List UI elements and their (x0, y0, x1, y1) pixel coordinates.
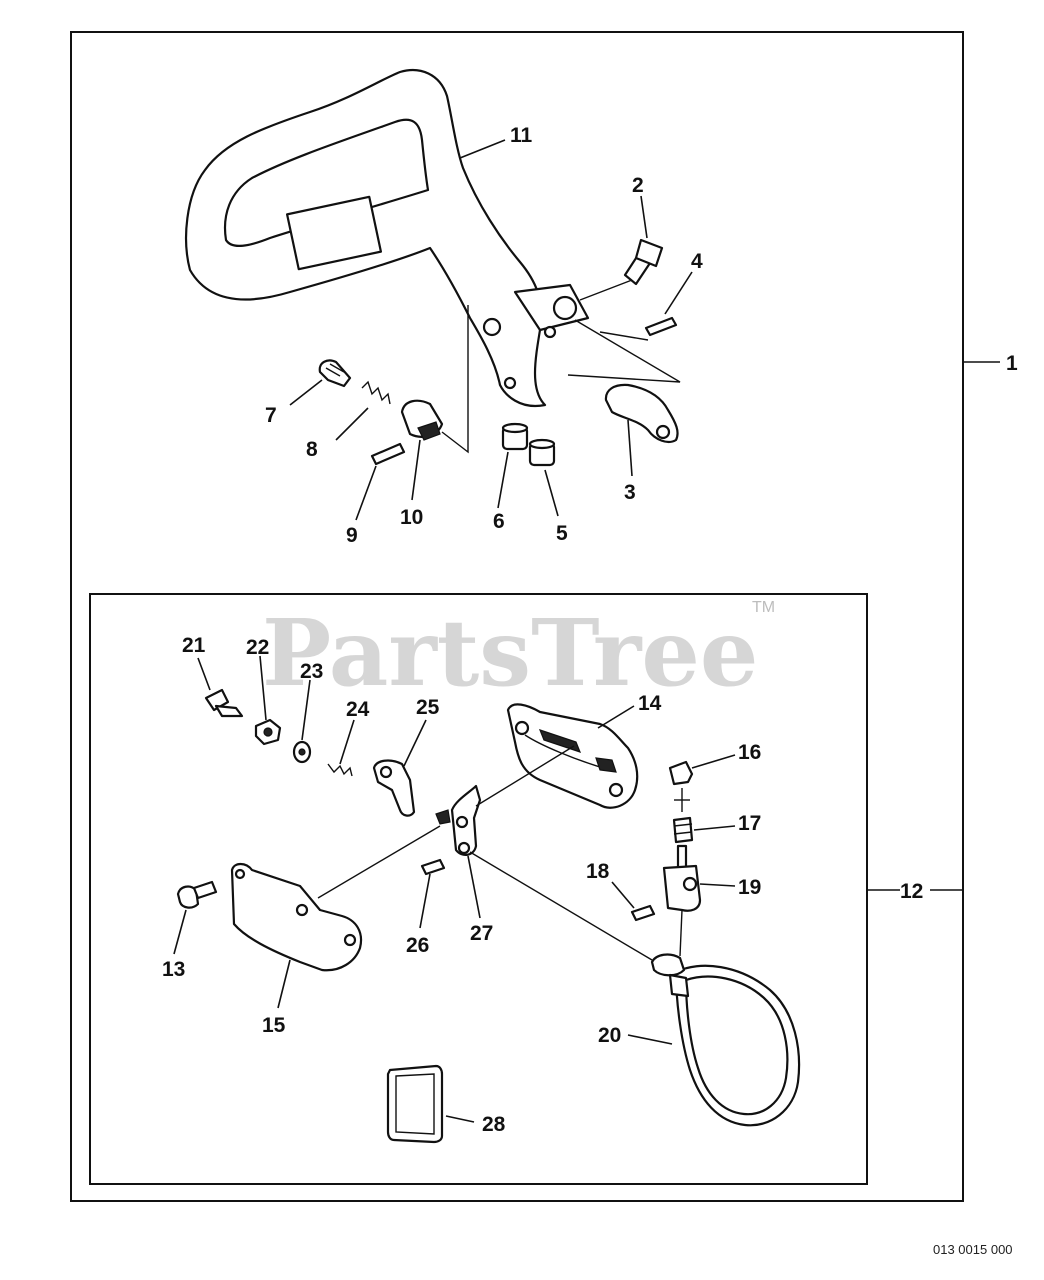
leader-20 (627, 1034, 673, 1045)
callout-21: 21 (182, 634, 206, 657)
part-27-toggle (435, 784, 482, 856)
part-10-sleeve (400, 399, 444, 441)
part-22-nut (254, 718, 282, 746)
leader-27 (467, 855, 481, 919)
part-5-bushing (528, 438, 556, 467)
part-16-nut (668, 760, 694, 786)
assembly-line-upper-a (579, 279, 633, 301)
leader-16 (691, 754, 736, 769)
callout-22: 22 (246, 636, 269, 659)
callout-9: 9 (346, 524, 358, 547)
callout-7: 7 (265, 404, 277, 427)
leader-17 (693, 825, 736, 831)
part-17-adjuster (672, 816, 694, 844)
part-28-label (386, 1064, 444, 1144)
callout-12: 12 (900, 880, 923, 903)
part-19-clevis (662, 844, 702, 912)
part-7-plunger (318, 359, 352, 388)
part-21-screw (204, 688, 244, 718)
leader-13 (173, 909, 187, 955)
part-2-screw (623, 238, 664, 286)
callout-26: 26 (406, 934, 429, 957)
leader-5 (544, 469, 559, 517)
leader-28 (445, 1115, 475, 1123)
leader-19 (699, 883, 736, 887)
callout-2: 2 (632, 174, 644, 197)
drawing-number: 013 0015 000 (933, 1242, 1013, 1257)
subassembly-frame (89, 593, 868, 1185)
leader-23 (301, 679, 311, 741)
leader-8 (335, 407, 369, 441)
leader-21 (197, 657, 211, 691)
part-6-bushing (501, 422, 529, 451)
leader-7 (289, 379, 323, 406)
leader-18 (611, 881, 635, 909)
assembly-line-lower-c (469, 851, 653, 961)
assembly-line-lower-a (475, 745, 575, 807)
part-9-pin (370, 442, 406, 466)
leader-22 (259, 655, 267, 721)
leader-24 (339, 719, 355, 765)
part-3-lever (604, 383, 679, 444)
assembly-line-upper-c (441, 305, 469, 454)
part-24-spring (327, 763, 353, 777)
part-18-pin (630, 904, 656, 922)
leader-6 (497, 451, 509, 509)
part-20-brake-band (650, 953, 801, 1127)
leader-11 (459, 139, 506, 159)
leader-25 (403, 719, 427, 767)
watermark-text: PartsTree (262, 599, 758, 707)
callout-6: 6 (493, 510, 505, 533)
callout-18: 18 (586, 860, 610, 883)
callout-27: 27 (470, 922, 493, 945)
leader-26 (419, 873, 431, 929)
callout-25: 25 (416, 696, 440, 719)
assembly-line-upper-d (599, 331, 649, 341)
callout-8: 8 (306, 438, 318, 461)
callout-10: 10 (400, 506, 423, 529)
watermark-trademark: TM (752, 599, 775, 616)
callout-13: 13 (162, 958, 185, 981)
part-23-washer (292, 740, 312, 764)
callout-24: 24 (346, 698, 370, 721)
callout-14: 14 (638, 692, 662, 715)
callout-28: 28 (482, 1113, 506, 1136)
leader-2 (640, 195, 648, 239)
callout-3: 3 (624, 481, 636, 504)
leader-9 (355, 465, 377, 521)
part-11-hand-guard (185, 68, 590, 408)
leader-15 (277, 959, 291, 1009)
callout-5: 5 (556, 522, 568, 545)
leader-14 (597, 705, 635, 729)
part-13-screw (176, 880, 218, 909)
callout-17: 17 (738, 812, 761, 835)
part-8-spring (361, 380, 391, 405)
assembly-line-upper-b (567, 319, 681, 383)
leader-10 (411, 439, 421, 501)
leader-3 (627, 419, 633, 477)
callout-15: 15 (262, 1014, 286, 1037)
part-15-cover (230, 862, 363, 972)
callout-1: 1 (1006, 352, 1018, 375)
callout-20: 20 (598, 1024, 621, 1047)
part-14-housing (506, 703, 639, 809)
part-25-lever (372, 759, 416, 817)
part-4-pin (644, 316, 678, 337)
callout-16: 16 (738, 741, 761, 764)
callout-11: 11 (510, 124, 533, 147)
leader-4 (664, 271, 693, 315)
assembly-line-lower-b (317, 825, 441, 899)
assembly-line-lower-d (679, 909, 683, 957)
callout-19: 19 (738, 876, 761, 899)
part-26-pin (420, 858, 446, 876)
outer-assembly-frame (70, 31, 964, 1202)
callout-23: 23 (300, 660, 323, 683)
callout-4: 4 (691, 250, 703, 273)
